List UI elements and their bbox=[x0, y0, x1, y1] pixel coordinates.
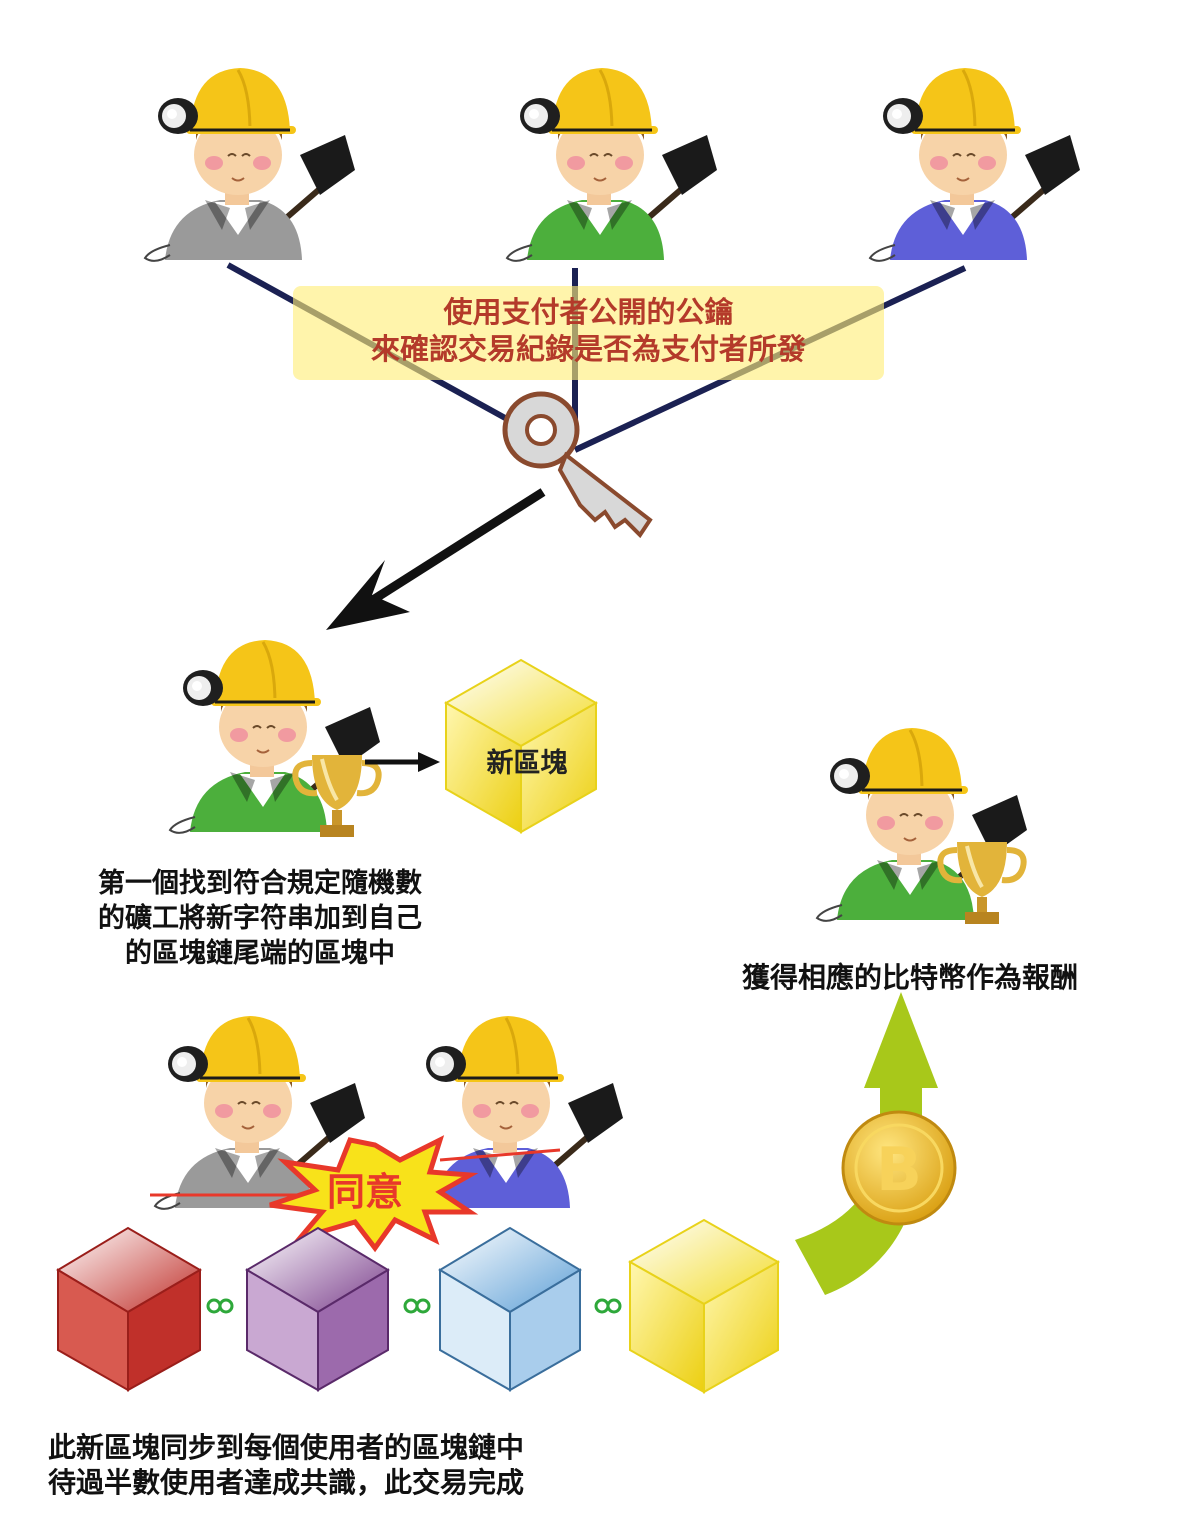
arrow-to-new-block bbox=[365, 752, 440, 772]
first-miner-caption-line2: 的礦工將新字符串加到自己 bbox=[98, 903, 422, 934]
block-red bbox=[56, 1226, 202, 1392]
reward-caption-line: 獲得相應的比特幣作為報酬 bbox=[741, 961, 1078, 994]
chain-link-1 bbox=[206, 1298, 234, 1314]
miner-gray-top bbox=[145, 68, 355, 261]
agree-burst: 同意 bbox=[150, 1135, 561, 1253]
reward-caption: 獲得相應的比特幣作為報酬 bbox=[690, 960, 1130, 995]
pubkey-note-line1: 使用支付者公開的公鑰 bbox=[443, 295, 734, 329]
chain-link-3 bbox=[594, 1298, 622, 1314]
key-icon bbox=[502, 391, 653, 539]
arrow-to-first-miner bbox=[326, 488, 546, 630]
sync-caption-line2: 待過半數使用者達成共識，此交易完成 bbox=[48, 1466, 525, 1499]
miner-blue-top bbox=[870, 68, 1080, 261]
sync-caption-line1: 此新區塊同步到每個使用者的區塊鏈中 bbox=[48, 1431, 525, 1464]
sync-caption: 此新區塊同步到每個使用者的區塊鏈中 待過半數使用者達成共識，此交易完成 bbox=[48, 1430, 668, 1500]
block-purple bbox=[245, 1226, 390, 1392]
block-blue bbox=[438, 1226, 582, 1392]
agree-label: 同意 bbox=[327, 1170, 403, 1214]
new-block-label: 新區塊 bbox=[487, 747, 568, 779]
new-block-cube: 新區塊 bbox=[443, 658, 599, 834]
bitcoin-symbol: B bbox=[876, 1135, 922, 1205]
first-miner-caption-line1: 第一個找到符合規定隨機數 bbox=[98, 868, 422, 899]
pubkey-note: 使用支付者公開的公鑰 來確認交易紀錄是否為支付者所發 bbox=[293, 294, 884, 368]
miner-green-reward bbox=[817, 728, 1027, 921]
miner-green-top bbox=[507, 68, 717, 261]
bitcoin-coin-icon: B bbox=[841, 1110, 957, 1226]
block-yellow-new bbox=[627, 1218, 781, 1394]
first-miner-caption-line3: 的區塊鏈尾端的區塊中 bbox=[125, 938, 395, 969]
chain-link-2 bbox=[403, 1298, 431, 1314]
first-miner-caption: 第一個找到符合規定隨機數 的礦工將新字符串加到自己 的區塊鏈尾端的區塊中 bbox=[40, 866, 480, 971]
miner-green-winner bbox=[170, 640, 380, 833]
pubkey-note-line2: 來確認交易紀錄是否為支付者所發 bbox=[370, 332, 806, 366]
pubkey-note-box bbox=[293, 286, 884, 380]
